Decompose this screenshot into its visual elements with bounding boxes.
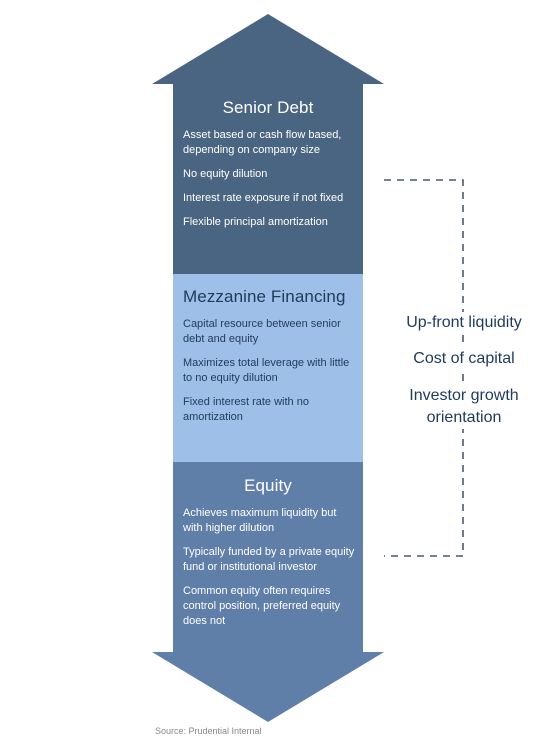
senior-debt-item: No equity dilution bbox=[183, 168, 268, 180]
equity-title: Equity bbox=[244, 476, 292, 495]
source-note: Source: Prudential Internal bbox=[155, 726, 262, 736]
senior-debt-item: Interest rate exposure if not fixed bbox=[183, 192, 344, 204]
mezzanine-title: Mezzanine Financing bbox=[183, 287, 346, 306]
up-arrowhead bbox=[152, 14, 384, 84]
senior-debt-item: Asset based or cash flow based, dependin… bbox=[183, 129, 342, 156]
senior-debt-title: Senior Debt bbox=[222, 98, 314, 117]
mezzanine-item: Fixed interest rate with no amortization bbox=[183, 396, 309, 423]
mezzanine-item: Maximizes total leverage with little to … bbox=[183, 357, 350, 384]
factor-label-liquidity: Up-front liquidity bbox=[380, 312, 548, 334]
equity-item: Typically funded by a private equity fun… bbox=[183, 546, 355, 573]
mezzanine-section: Mezzanine Financing Capital resource bet… bbox=[173, 287, 363, 434]
equity-item: Common equity often requires control pos… bbox=[183, 585, 341, 627]
senior-debt-item: Flexible principal amortization bbox=[183, 216, 328, 228]
mezzanine-band bbox=[173, 274, 363, 462]
senior-debt-band bbox=[173, 84, 363, 274]
senior-debt-section: Senior Debt Asset based or cash flow bas… bbox=[173, 98, 363, 239]
equity-band bbox=[173, 462, 363, 652]
factor-label-cost: Cost of capital bbox=[380, 348, 548, 370]
down-arrowhead bbox=[152, 652, 384, 722]
factor-label-growth: Investor growth orientation bbox=[389, 385, 539, 429]
equity-section: Equity Achieves maximum liquidity but wi… bbox=[173, 476, 363, 638]
equity-item: Achieves maximum liquidity but with high… bbox=[183, 507, 337, 534]
mezzanine-item: Capital resource between senior debt and… bbox=[183, 318, 341, 345]
